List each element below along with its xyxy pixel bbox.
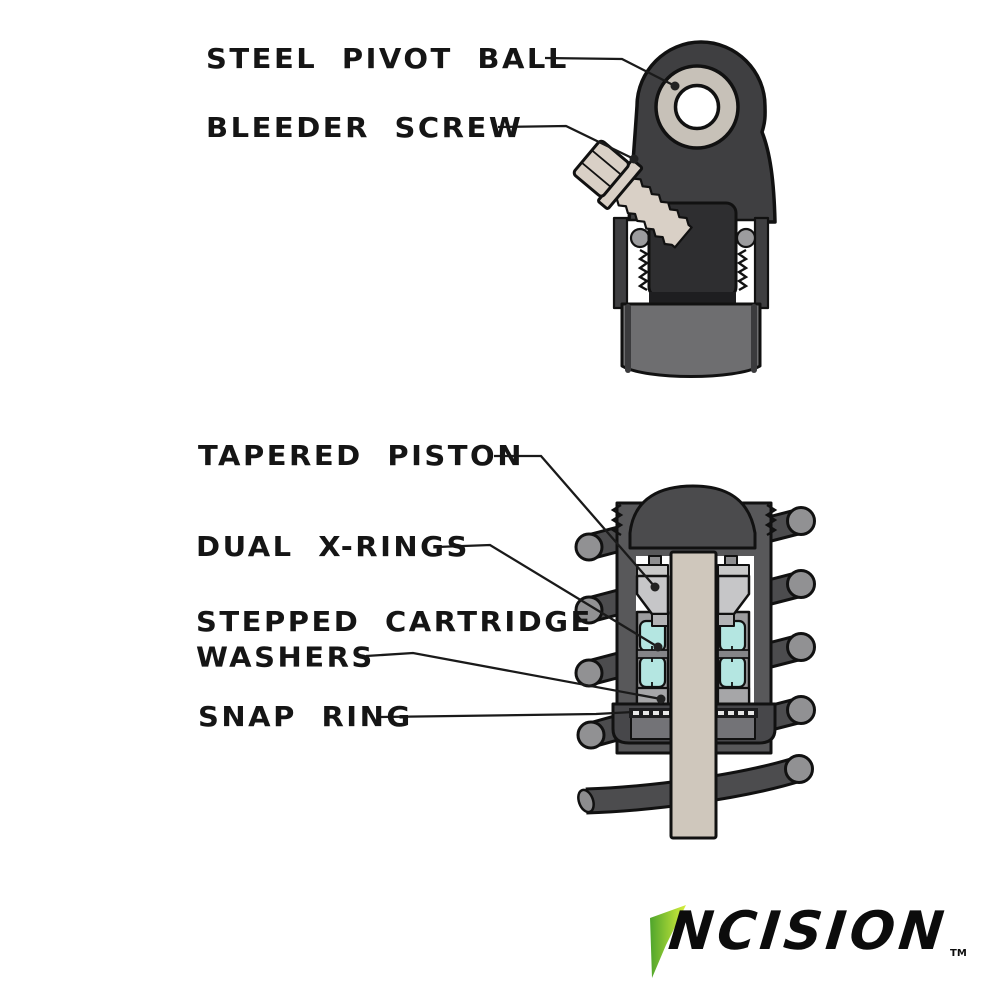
leader-dot-bleeder-screw <box>629 154 639 164</box>
leader-steel-pivot-ball <box>544 56 676 88</box>
label-dual-x-rings: DUAL X-RINGS <box>196 530 470 563</box>
leader-bleeder-screw <box>497 124 635 161</box>
leader-dot-stepped-cartridge-washers <box>656 694 666 704</box>
thread-start-right <box>735 227 757 249</box>
leader-dot-dual-x-rings <box>653 642 663 652</box>
leader-lines <box>365 56 680 719</box>
label-bleeder-screw: BLEEDER SCREW <box>206 111 524 144</box>
cap-wall-right <box>753 216 770 310</box>
cartridge-dome <box>628 484 757 550</box>
pivot-ball-bore <box>673 83 721 131</box>
label-tapered-piston: TAPERED PISTON <box>198 439 524 472</box>
leader-dual-x-rings <box>436 543 659 648</box>
bottom-assembly <box>574 484 816 840</box>
bleeder-threaded-shaft <box>615 177 693 249</box>
logo-trademark: TM <box>950 948 967 959</box>
logo-i-wedge-icon <box>650 905 686 978</box>
top-assembly <box>572 40 777 378</box>
piston-plate-right <box>717 564 750 577</box>
snap-ring-part <box>629 708 758 718</box>
leader-stepped-cartridge-washers <box>365 651 662 701</box>
piston-nub-left <box>648 555 662 566</box>
thread-start-left <box>629 227 651 249</box>
shock-shaft <box>669 550 718 840</box>
leader-tapered-piston <box>494 454 656 588</box>
leader-dot-steel-pivot-ball <box>670 81 680 91</box>
cartridge-thread-right <box>764 503 778 537</box>
bleeder-hex-head <box>572 139 630 198</box>
incision-logo: NCISION TM <box>640 898 996 994</box>
leader-dot-tapered-piston <box>650 582 660 592</box>
cartridge-thread-left <box>610 503 624 537</box>
xring-separator-right <box>717 649 750 659</box>
logo-brand-text: NCISION <box>665 901 951 962</box>
cap-wall-left <box>612 216 629 310</box>
xring-separator-left <box>636 649 669 659</box>
label-steel-pivot-ball: STEEL PIVOT BALL <box>206 42 569 75</box>
shock-body-top <box>620 302 762 378</box>
piston-step-right <box>717 613 735 627</box>
bleeder-screw-part <box>572 139 693 249</box>
piston-nub-right <box>724 555 738 566</box>
tapered-piston-right <box>716 574 751 616</box>
piston-step-left <box>651 613 669 627</box>
thread-zigzag-right <box>736 248 749 292</box>
leader-snap-ring <box>380 710 634 719</box>
thread-zigzag-left <box>637 248 650 292</box>
bleeder-hex-facets <box>581 149 622 188</box>
label-snap-ring: SNAP RING <box>198 700 413 733</box>
cap-shadow-band <box>649 292 736 304</box>
label-stepped-cartridge-washers: STEPPED CARTRIDGE WASHERS <box>196 604 593 674</box>
